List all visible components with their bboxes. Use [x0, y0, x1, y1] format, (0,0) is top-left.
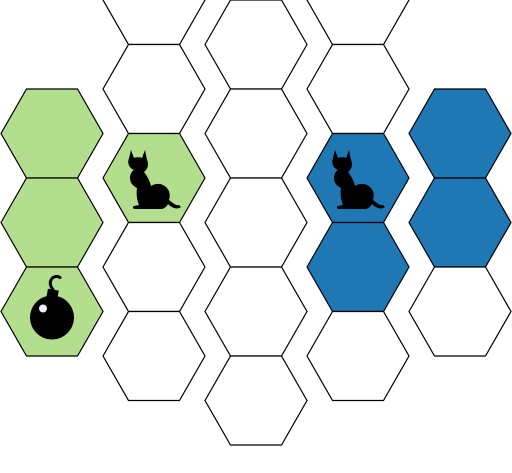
hex-cell-3-0[interactable] [306, 0, 410, 46]
hex-cell-3-2[interactable] [306, 132, 410, 224]
hex-cell-2-2[interactable] [204, 177, 308, 268]
hex-cell-0-2[interactable] [0, 177, 104, 268]
hex-cell-4-1[interactable] [408, 88, 512, 179]
hex-cell-2-1[interactable] [204, 88, 308, 179]
hex-cell-2-0[interactable] [204, 0, 308, 90]
game-pieces [30, 150, 385, 340]
hex-cell-0-1[interactable] [0, 88, 104, 179]
hex-cell-1-2[interactable] [102, 132, 206, 224]
hex-cell-4-3[interactable] [408, 266, 512, 357]
cat-icon [332, 150, 385, 209]
cat-icon [128, 150, 181, 209]
bomb-icon [30, 275, 74, 340]
hex-cell-3-1[interactable] [306, 43, 410, 135]
hex-cell-3-4[interactable] [306, 310, 410, 402]
hex-cell-4-2[interactable] [408, 177, 512, 268]
hex-cell-3-3[interactable] [306, 221, 410, 313]
hex-cell-1-3[interactable] [102, 221, 206, 313]
hex-cells [0, 0, 512, 446]
hex-cell-2-4[interactable] [204, 355, 308, 446]
hex-cell-2-3[interactable] [204, 266, 308, 357]
hex-cell-1-0[interactable] [102, 0, 206, 46]
hex-cell-1-4[interactable] [102, 310, 206, 402]
hex-cell-1-1[interactable] [102, 43, 206, 135]
